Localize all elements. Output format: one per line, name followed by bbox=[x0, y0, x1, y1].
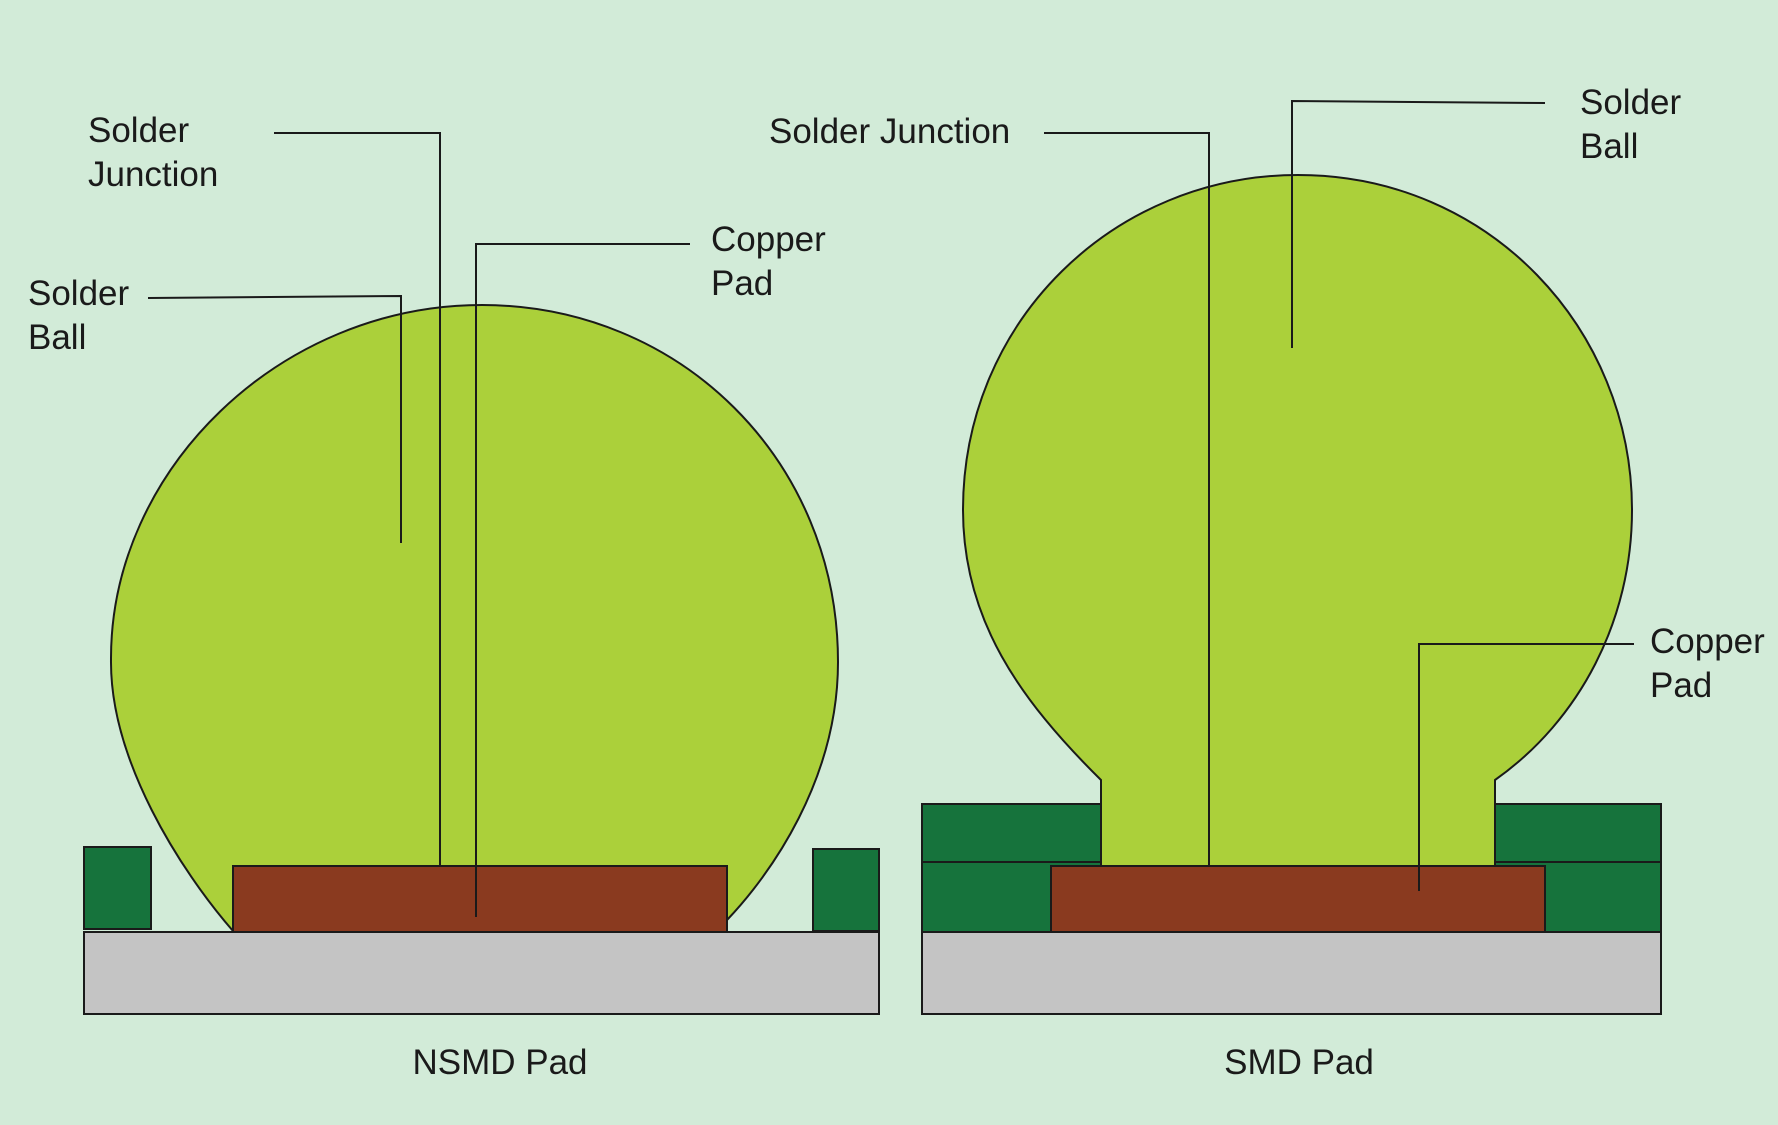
nsmd-solder-junction-leader bbox=[274, 132, 441, 866]
smd-solder-ball-leader bbox=[1291, 99, 1546, 348]
smd-substrate bbox=[921, 931, 1662, 1015]
nsmd-copper-pad-leader bbox=[475, 243, 690, 917]
smd-copper-pad-line1: Copper bbox=[1650, 622, 1765, 661]
nsmd-solder-junction-label: Solder Junction bbox=[88, 111, 218, 194]
nsmd-solder-mask-right bbox=[812, 848, 880, 932]
nsmd-solder-ball-label: Solder Ball bbox=[28, 274, 139, 357]
smd-solder-junction-label: Solder Junction bbox=[769, 112, 1010, 151]
nsmd-substrate bbox=[83, 931, 880, 1015]
smd-solder-junction-leader bbox=[1044, 132, 1210, 866]
smd-solder-ball-line2: Ball bbox=[1580, 127, 1638, 166]
smd-copper-pad bbox=[1050, 865, 1546, 933]
nsmd-caption: NSMD Pad bbox=[412, 1043, 587, 1082]
nsmd-copper-pad-line2: Pad bbox=[711, 264, 773, 303]
smd-diagram: Solder Junction Solder Ball Copper Pad S… bbox=[769, 83, 1775, 1082]
smd-copper-pad-line2: Pad bbox=[1650, 666, 1712, 705]
nsmd-copper-pad bbox=[232, 865, 728, 933]
nsmd-diagram: Solder Junction Solder Ball Copper Pad N… bbox=[28, 111, 880, 1082]
smd-copper-pad-leader bbox=[1418, 643, 1634, 891]
smd-copper-pad-label: Copper Pad bbox=[1650, 622, 1775, 705]
nsmd-solder-junction-line1: Solder bbox=[88, 111, 190, 150]
nsmd-solder-ball-line2: Ball bbox=[28, 318, 86, 357]
nsmd-copper-pad-line1: Copper bbox=[711, 220, 826, 259]
nsmd-solder-ball-leader bbox=[147, 294, 402, 543]
smd-caption: SMD Pad bbox=[1224, 1043, 1374, 1082]
nsmd-solder-ball-line1: Solder bbox=[28, 274, 130, 313]
nsmd-solder-junction-line2: Junction bbox=[88, 155, 218, 194]
nsmd-solder-ball bbox=[109, 303, 840, 932]
smd-solder-ball-label: Solder Ball bbox=[1580, 83, 1691, 166]
smd-solder-ball-line1: Solder bbox=[1580, 83, 1682, 122]
smd-solder-ball bbox=[961, 173, 1634, 867]
nsmd-solder-mask-left bbox=[83, 846, 152, 930]
nsmd-copper-pad-label: Copper Pad bbox=[711, 220, 836, 303]
